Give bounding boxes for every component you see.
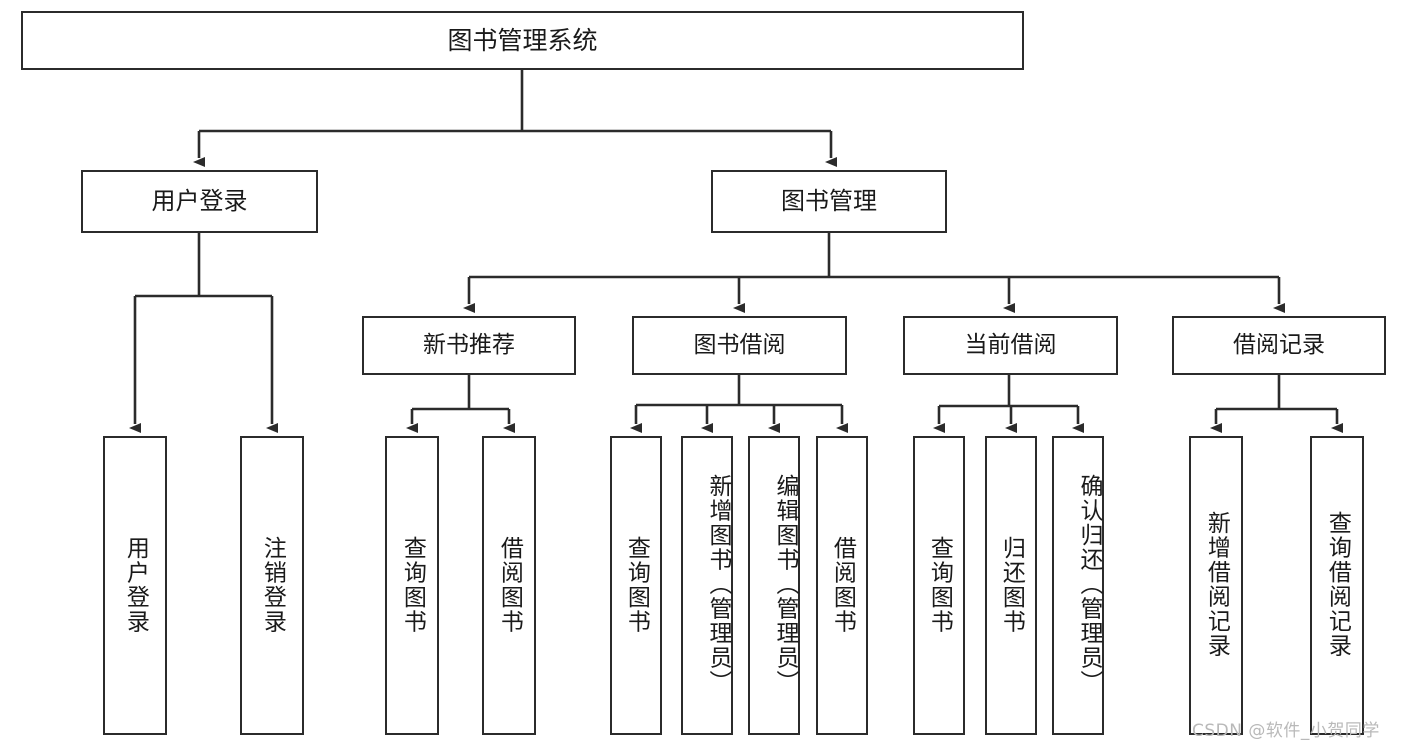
node-book-management[interactable]: 图书管理	[711, 170, 947, 233]
node-label: 注销登录	[259, 535, 286, 634]
node-leaf-query-borrow-record[interactable]: 查询借阅记录	[1310, 436, 1364, 735]
node-leaf-borrow-book-1[interactable]: 借阅图书	[482, 436, 536, 735]
node-label: 查询图书	[623, 535, 650, 634]
node-leaf-return-book[interactable]: 归还图书	[985, 436, 1037, 735]
node-label: 查询图书	[399, 535, 426, 634]
node-leaf-add-book-admin[interactable]: 新增图书（管理员）	[681, 436, 733, 735]
node-label: 图书借阅	[693, 332, 786, 359]
node-label: 新书推荐	[423, 332, 515, 359]
node-label: 查询借阅记录	[1324, 511, 1351, 658]
node-leaf-query-book-1[interactable]: 查询图书	[385, 436, 439, 735]
node-leaf-query-book-2[interactable]: 查询图书	[610, 436, 662, 735]
csdn-watermark: CSDN @软件_小贺同学	[1192, 721, 1380, 741]
node-borrow-record[interactable]: 借阅记录	[1172, 316, 1386, 375]
node-leaf-query-book-3[interactable]: 查询图书	[913, 436, 965, 735]
node-label: 用户登录	[151, 186, 248, 215]
node-new-book-recommend[interactable]: 新书推荐	[362, 316, 576, 375]
node-label: 归还图书	[998, 535, 1025, 634]
node-label: 编辑图书（管理员）	[772, 474, 798, 695]
node-user-login[interactable]: 用户登录	[81, 170, 318, 233]
node-leaf-edit-book-admin[interactable]: 编辑图书（管理员）	[748, 436, 800, 735]
node-label: 确认归还（管理员）	[1076, 474, 1102, 695]
node-book-management-system[interactable]: 图书管理系统	[21, 11, 1024, 70]
node-label: 用户登录	[122, 535, 149, 634]
node-leaf-user-login[interactable]: 用户登录	[103, 436, 167, 735]
node-label: 查询图书	[926, 535, 953, 634]
node-leaf-confirm-return-admin[interactable]: 确认归还（管理员）	[1052, 436, 1104, 735]
node-label: 图书管理系统	[447, 26, 598, 55]
node-label: 借阅图书	[829, 535, 856, 634]
node-leaf-add-borrow-record[interactable]: 新增借阅记录	[1189, 436, 1243, 735]
node-leaf-borrow-book-2[interactable]: 借阅图书	[816, 436, 868, 735]
node-label: 借阅图书	[496, 535, 523, 634]
node-label: 借阅记录	[1233, 332, 1325, 359]
node-leaf-logout-login[interactable]: 注销登录	[240, 436, 304, 735]
node-label: 新增图书（管理员）	[705, 474, 731, 695]
node-label: 当前借阅	[964, 332, 1057, 359]
node-label: 图书管理	[781, 186, 877, 215]
node-current-borrow[interactable]: 当前借阅	[903, 316, 1118, 375]
node-label: 新增借阅记录	[1203, 511, 1230, 658]
node-book-borrow[interactable]: 图书借阅	[632, 316, 847, 375]
